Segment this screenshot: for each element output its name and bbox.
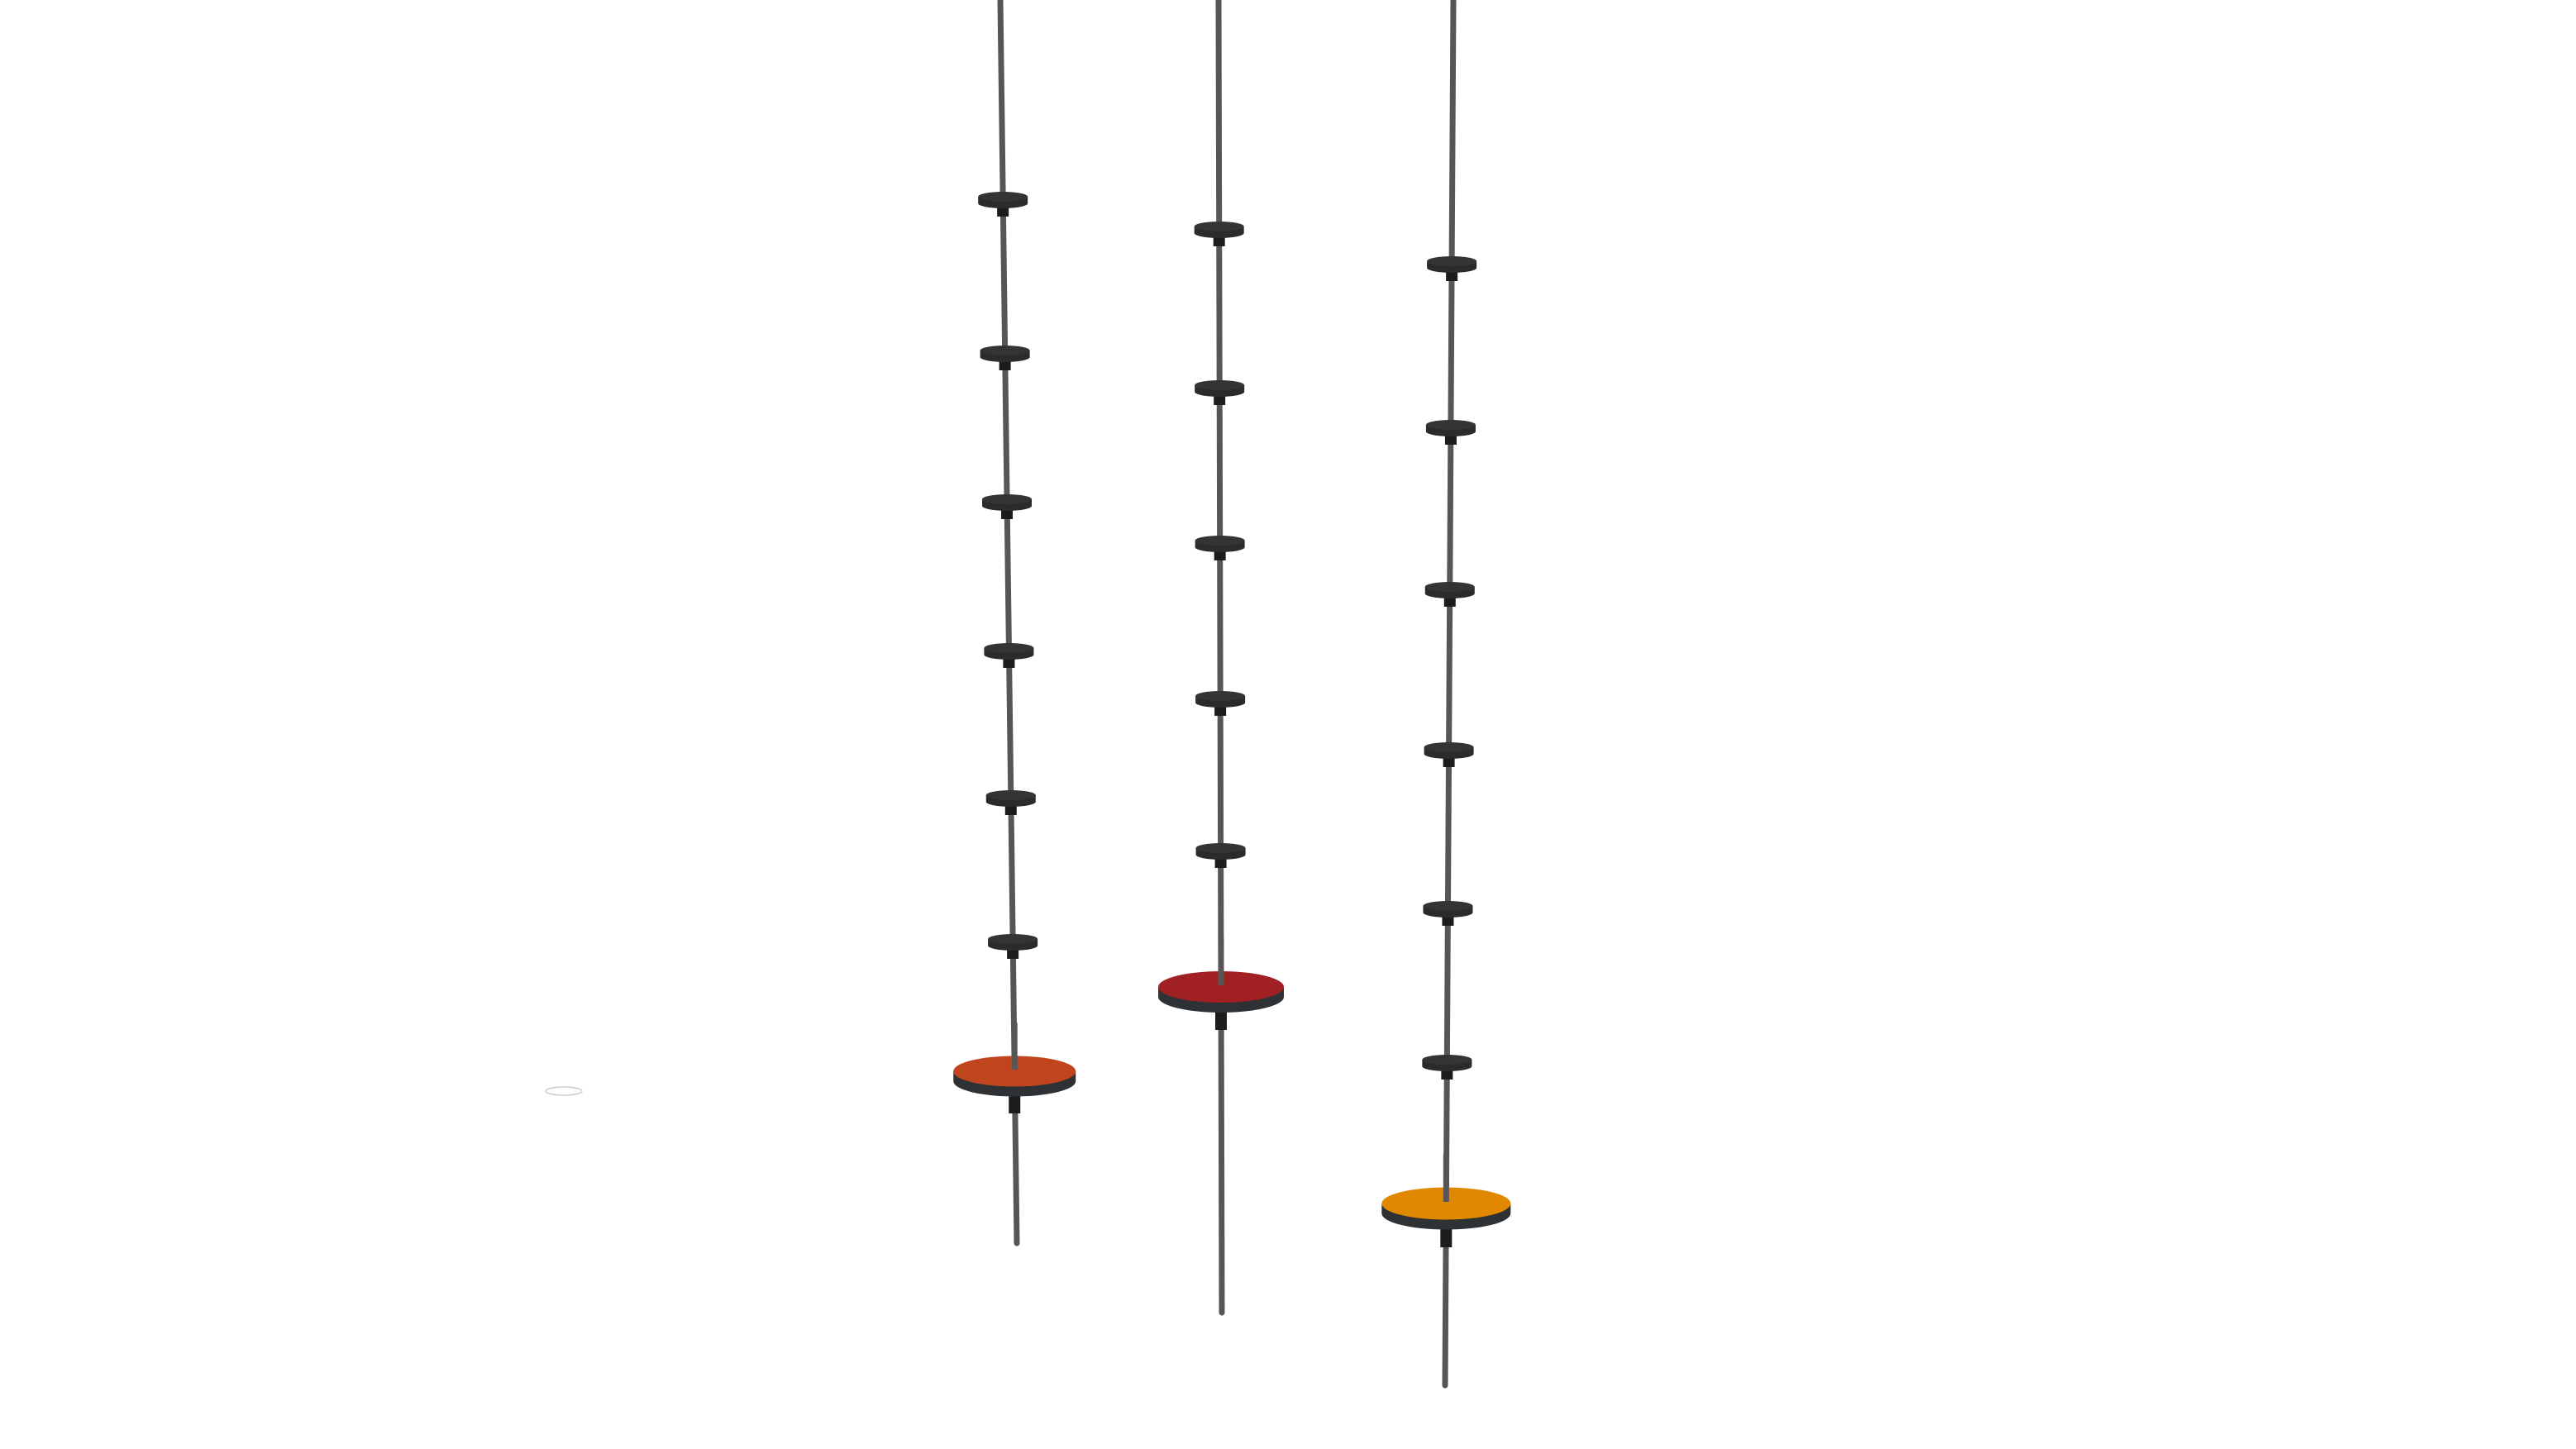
spacer-disc-top — [985, 790, 1036, 800]
spacer-disc-top — [1195, 691, 1246, 701]
spacer-disc-top — [988, 934, 1038, 944]
spacer-disc-top — [984, 643, 1034, 653]
rod-2 — [1158, 0, 1285, 1316]
rod-1 — [953, 0, 1076, 1246]
spacer-disc-top — [1423, 901, 1473, 911]
spacer-disc-top — [980, 346, 1030, 355]
colored-disc-top — [953, 1056, 1076, 1087]
rod-3 — [1381, 0, 1511, 1389]
spacer-disc-top — [1425, 420, 1476, 430]
spacer-disc-top — [1424, 582, 1475, 592]
floor-marker — [545, 1086, 583, 1096]
spacer-disc-top — [978, 192, 1028, 202]
spacer-disc-top — [1422, 1055, 1472, 1065]
spacer-disc-top — [1195, 380, 1245, 390]
spacer-disc-top — [1424, 742, 1474, 752]
colored-disc-top — [1381, 1187, 1511, 1220]
spacer-disc-top — [982, 494, 1033, 504]
rod-shaft — [1215, 0, 1225, 1316]
spacer-disc-top — [1195, 536, 1245, 546]
spacer-disc-top — [1427, 256, 1477, 266]
colored-disc-top — [1158, 971, 1285, 1003]
spacer-disc-top — [1195, 843, 1246, 853]
spacer-disc-top — [1194, 222, 1244, 231]
